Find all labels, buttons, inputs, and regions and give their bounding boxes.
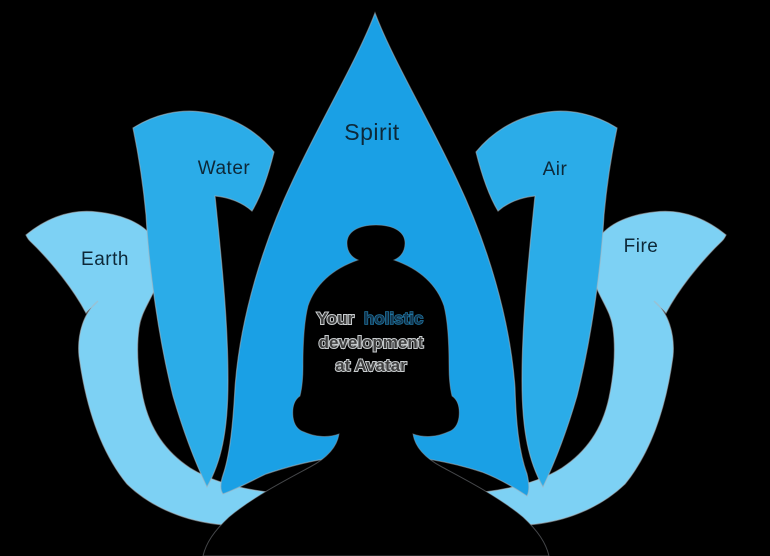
center-tagline-word-your: Your	[317, 309, 355, 328]
water-label: Water	[198, 158, 251, 179]
center-tagline-line1: Your holistic	[317, 309, 424, 328]
spirit-label: Spirit	[344, 119, 400, 145]
earth-label: Earth	[81, 249, 129, 270]
air-label: Air	[543, 159, 568, 180]
air-petal-shape	[475, 110, 618, 489]
person-head-silhouette-icon	[202, 224, 550, 556]
center-tagline-line2: development	[319, 333, 424, 352]
center-tagline-word-holistic: holistic	[364, 309, 424, 328]
water-petal-shape	[132, 110, 275, 489]
center-tagline-line3: at Avatar	[335, 356, 407, 375]
fire-label: Fire	[624, 236, 659, 257]
